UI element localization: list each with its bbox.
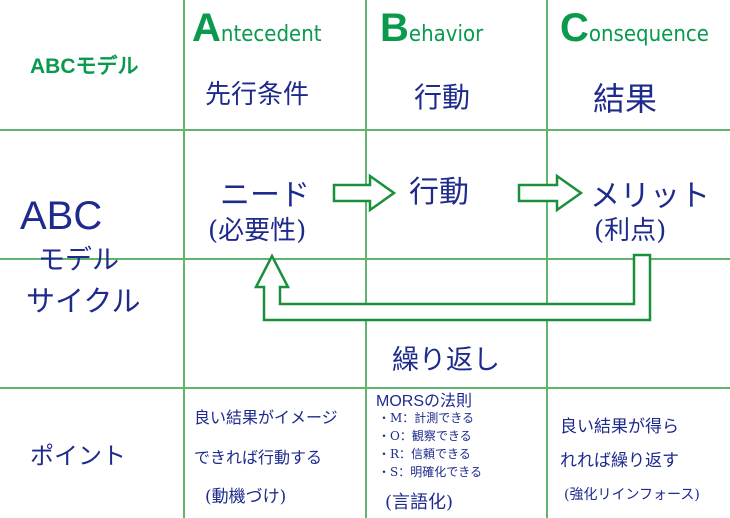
header-initial: A bbox=[192, 6, 221, 50]
point-a-line: できれば行動する bbox=[194, 448, 323, 467]
point-label: ポイント bbox=[30, 442, 126, 470]
header-rest: ehavior bbox=[408, 22, 484, 47]
header-antecedent-jp: 先行条件 bbox=[205, 80, 310, 110]
header-antecedent: Antecedent bbox=[192, 6, 322, 51]
cycle-merit-sub: (利点) bbox=[594, 216, 667, 246]
grid-line bbox=[0, 387, 730, 389]
row-label-cycle: サイクル bbox=[26, 284, 141, 318]
row-label-abc: ABC bbox=[20, 194, 103, 238]
right-arrow-icon bbox=[517, 173, 584, 213]
return-arrow-icon bbox=[253, 253, 652, 322]
header-initial: C bbox=[560, 6, 589, 50]
point-b-title: MORSの法則 bbox=[376, 393, 473, 410]
grid-line bbox=[0, 129, 730, 131]
point-b-item: ・O：観察できる bbox=[378, 429, 472, 443]
point-b-note: (言語化) bbox=[385, 492, 454, 513]
right-arrow-icon bbox=[332, 173, 397, 213]
corner-title: ABCモデル bbox=[30, 55, 139, 78]
header-consequence: Consequence bbox=[560, 6, 709, 51]
point-a-line: 良い結果がイメージ bbox=[194, 408, 338, 427]
cycle-action: 行動 bbox=[409, 175, 469, 210]
point-c-line: 良い結果が得ら bbox=[560, 417, 679, 437]
cycle-need-sub: (必要性) bbox=[208, 216, 307, 246]
cycle-repeat: 繰り返し bbox=[392, 345, 500, 376]
row-label-model: モデル bbox=[38, 245, 119, 276]
point-a-line: (動機づけ) bbox=[205, 487, 287, 507]
point-b-item: ・R：信頼できる bbox=[378, 447, 471, 461]
header-behavior-jp: 行動 bbox=[414, 81, 471, 114]
cycle-need: ニード bbox=[220, 178, 310, 213]
header-rest: ntecedent bbox=[220, 22, 322, 47]
header-consequence-jp: 結果 bbox=[593, 80, 658, 118]
grid-line bbox=[0, 258, 730, 260]
point-b-item: ・M：計測できる bbox=[378, 411, 475, 425]
header-behavior: Behavior bbox=[380, 6, 483, 51]
cycle-merit: メリット bbox=[590, 179, 710, 214]
point-b-item: ・S：明確化できる bbox=[378, 465, 482, 479]
point-c-line: れれば繰り返す bbox=[560, 451, 679, 471]
point-c-line: (強化リインフォース) bbox=[564, 487, 700, 503]
header-rest: onsequence bbox=[588, 22, 709, 47]
header-initial: B bbox=[380, 6, 409, 50]
